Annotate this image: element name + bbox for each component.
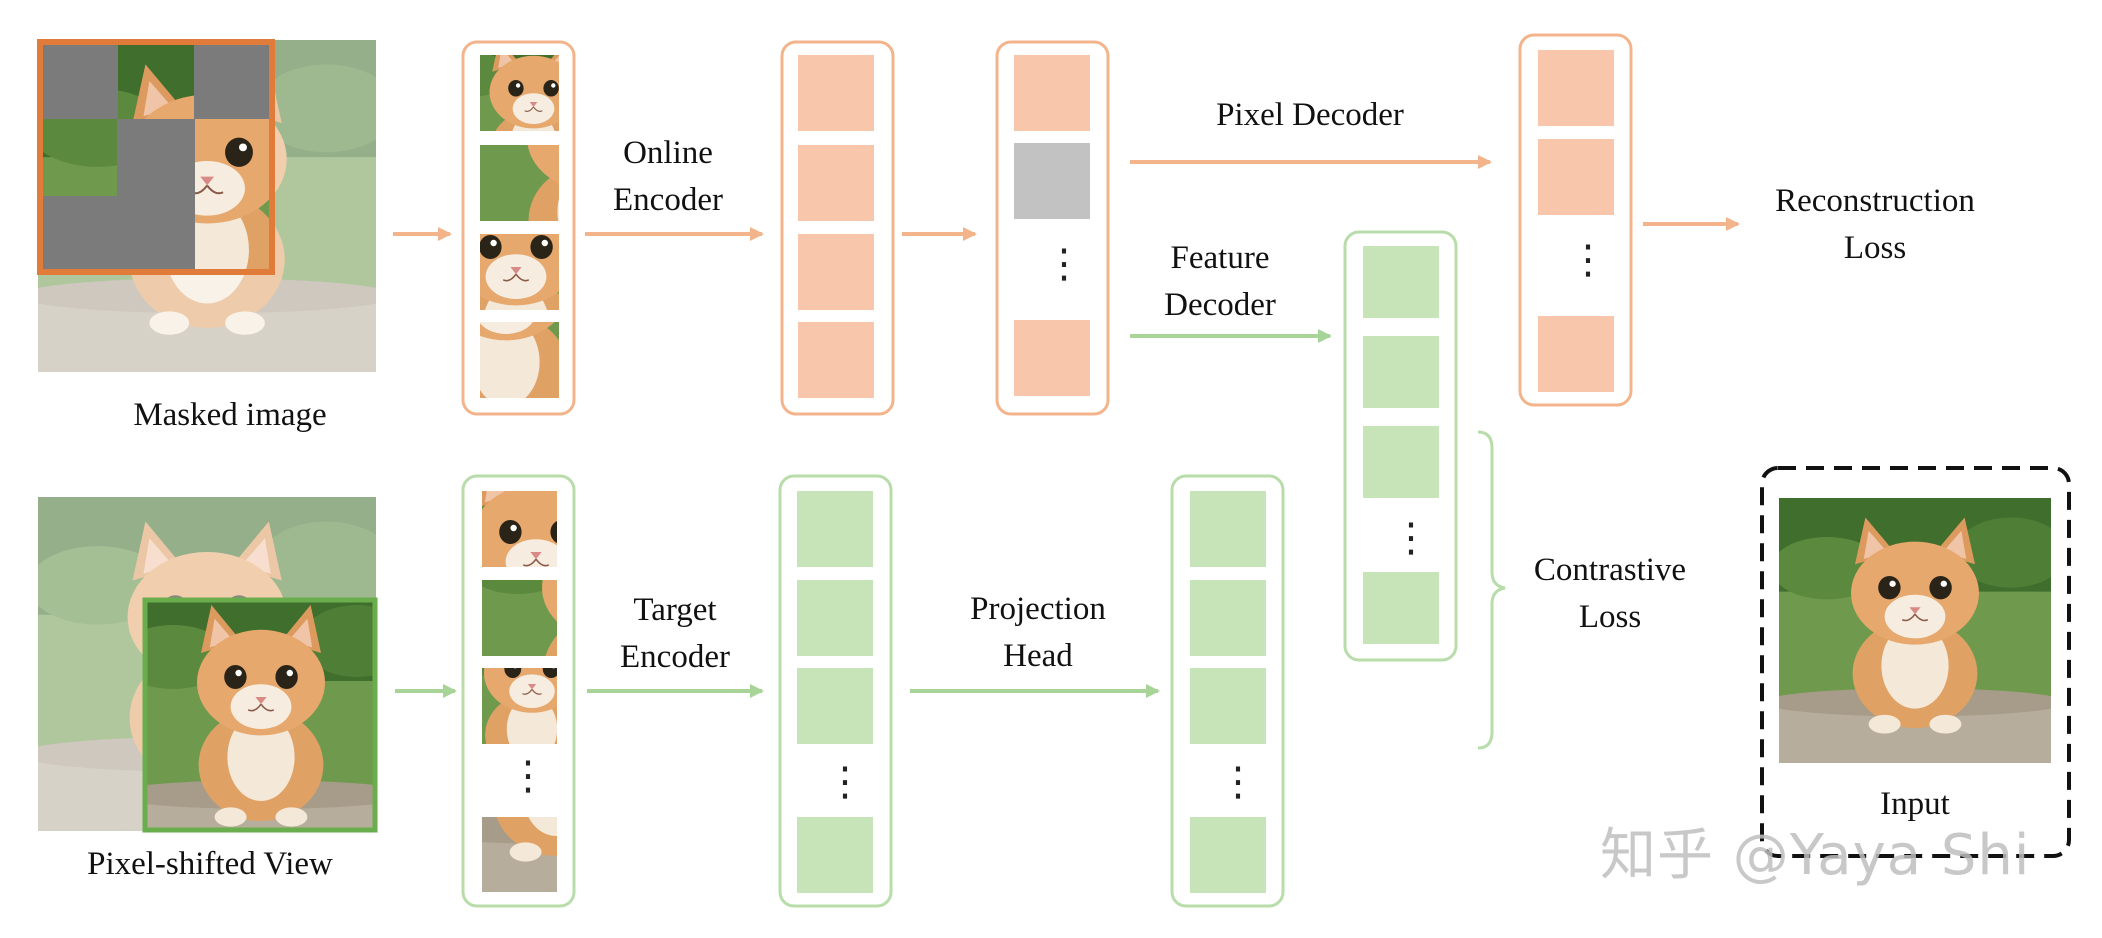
shifted-crop-frame <box>142 597 378 833</box>
contrastive-loss-label: Contrastive Loss <box>1533 552 1687 635</box>
target-encoded-ellipsis: ⋮ <box>825 759 865 805</box>
decoder-mask-token <box>1014 143 1090 219</box>
reconstruction-loss-label: Reconstruction Loss <box>1775 183 1975 266</box>
input-frame <box>1760 466 2071 858</box>
feature-decoder-column <box>1343 230 1458 662</box>
decoder-input-column <box>995 40 1110 416</box>
mask-patches <box>40 42 272 272</box>
shifted-patches-column <box>461 474 576 908</box>
online-encoded-tokens <box>798 55 874 398</box>
projection-ellipsis: ⋮ <box>1218 759 1258 805</box>
masked-patch-4 <box>480 322 559 398</box>
projection-head-label: Projection Head <box>970 591 1106 674</box>
shifted-patches-ellipsis: ⋮ <box>508 753 548 799</box>
masked-patches-column <box>461 40 576 416</box>
projection-column <box>1170 474 1285 908</box>
input-image <box>1779 498 2051 763</box>
input-label: Input <box>1880 786 1950 822</box>
pixel-shifted-view-label: Pixel-shifted View <box>87 846 333 882</box>
decoder-visible-token-2 <box>1014 320 1090 396</box>
feature-decoder-ellipsis: ⋮ <box>1391 515 1431 561</box>
pixel-shifted-image <box>38 497 378 833</box>
target-encoder-label: Target Encoder <box>620 592 730 675</box>
reconstruction-ellipsis: ⋮ <box>1568 237 1608 283</box>
masked-image <box>37 39 376 372</box>
reconstruction-tokens <box>1538 50 1614 392</box>
masked-crop-frame <box>37 39 275 275</box>
online-encoded-column <box>780 40 895 416</box>
feature-decoder-tokens <box>1363 246 1439 644</box>
reconstruction-column <box>1518 33 1633 407</box>
watermark: 知乎 @Yaya Shi <box>1600 823 2031 888</box>
masked-image-label: Masked image <box>133 397 327 433</box>
target-encoded-column <box>778 474 893 908</box>
contrastive-brace <box>1477 430 1506 750</box>
feature-decoder-label: Feature Decoder <box>1164 240 1276 323</box>
projection-tokens <box>1190 491 1266 893</box>
target-encoded-tokens <box>797 491 873 893</box>
decoder-visible-token-1 <box>1014 55 1090 131</box>
pixel-decoder-label: Pixel Decoder <box>1216 97 1404 133</box>
decoder-input-ellipsis: ⋮ <box>1044 241 1084 287</box>
online-encoder-label: Online Encoder <box>613 135 723 218</box>
